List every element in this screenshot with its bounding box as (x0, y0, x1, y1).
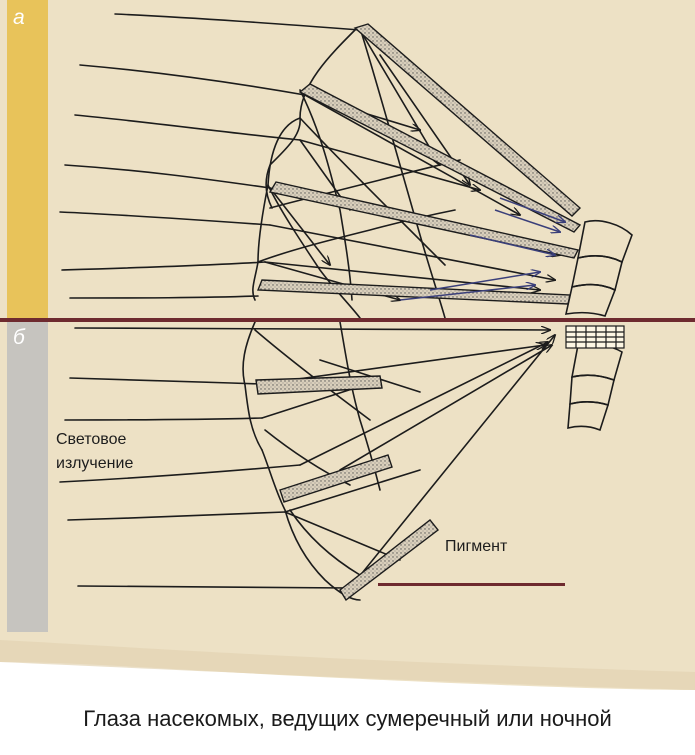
light-label-line1: Световое (56, 428, 196, 452)
light-label-line2: излучение (56, 452, 196, 476)
panel-b-bar (7, 320, 48, 632)
panel-a-bar (7, 0, 48, 320)
panel-a-label: а (13, 6, 43, 30)
rhabdom (566, 326, 624, 348)
pigment-label: Пигмент (445, 538, 507, 556)
panel-divider (0, 318, 695, 322)
pigment-pointer-line (378, 583, 565, 586)
panel-b-label: б (13, 326, 43, 350)
figure-caption: Глаза насекомых, ведущих сумеречный или … (0, 706, 695, 732)
light-radiation-label: Световое излучение (56, 428, 196, 476)
